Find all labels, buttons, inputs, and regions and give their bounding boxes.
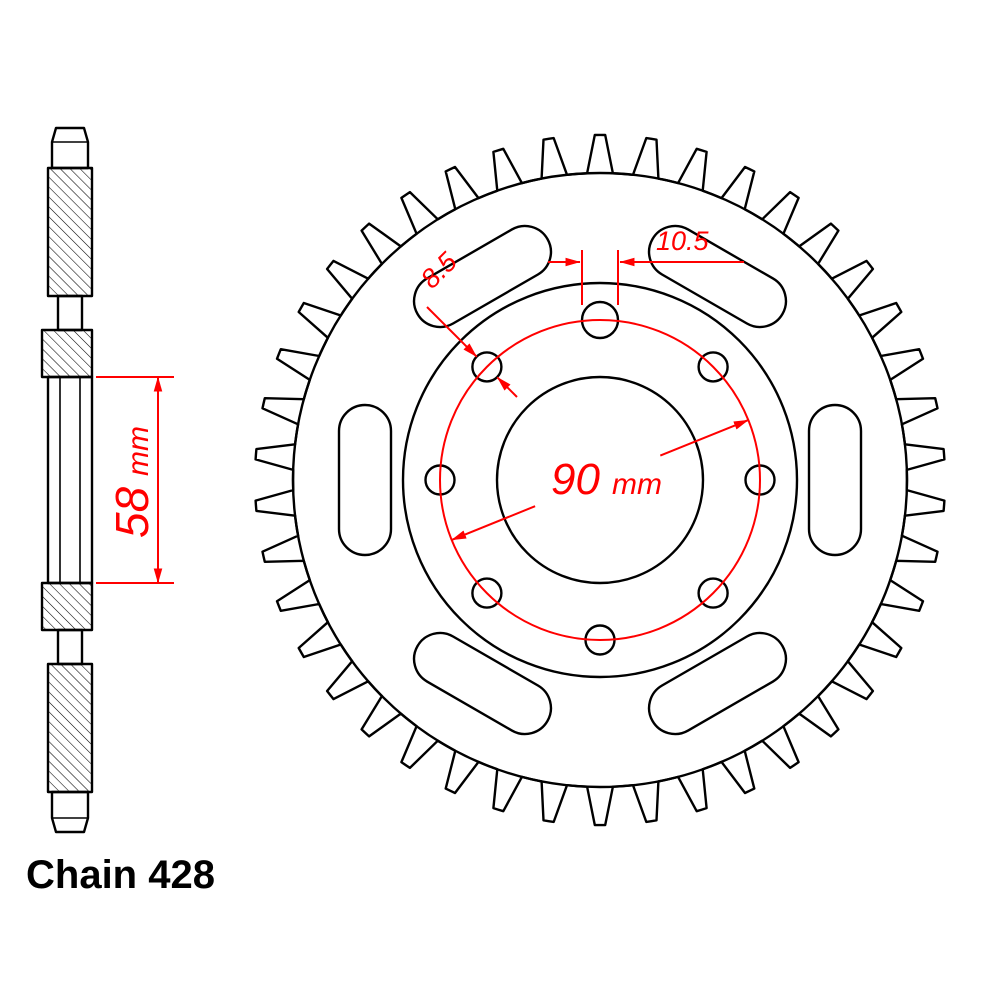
bolt-hole-large bbox=[580, 300, 620, 340]
dimension-hole-small: 8.5 bbox=[415, 246, 518, 398]
side-step-bottom bbox=[56, 628, 84, 666]
side-plate-section-bottom bbox=[46, 662, 94, 794]
bolt-holes bbox=[424, 300, 776, 656]
lightening-slot bbox=[647, 224, 788, 329]
sprocket-teeth-outline bbox=[254, 133, 946, 827]
bolt-circle-90 bbox=[439, 319, 761, 641]
side-hub-barrel bbox=[46, 375, 94, 585]
lightening-slot bbox=[647, 631, 788, 736]
sprocket-side-view bbox=[40, 126, 94, 834]
dim-90-unit: mm bbox=[612, 468, 662, 501]
center-bore-circle bbox=[495, 375, 705, 585]
lightening-slot bbox=[337, 403, 393, 557]
bolt-hole bbox=[471, 577, 503, 609]
dimension-hole-large: 10.5 bbox=[548, 226, 744, 305]
side-step-top bbox=[56, 294, 84, 332]
dim-8-5-leader-inner bbox=[496, 376, 518, 398]
side-flange-section-bottom bbox=[40, 581, 94, 632]
side-tooth-cap-top bbox=[50, 126, 90, 170]
side-tooth-cap-bottom bbox=[50, 790, 90, 834]
chain-size-caption: Chain 428 bbox=[26, 853, 215, 897]
bolt-hole bbox=[697, 577, 729, 609]
dim-90-line-left bbox=[451, 505, 536, 541]
sprocket-front-view bbox=[254, 133, 946, 827]
lightening-slots bbox=[337, 224, 863, 736]
side-plate-section-top bbox=[46, 166, 94, 298]
dim-8-5-leader-outer bbox=[426, 306, 478, 358]
root-circle bbox=[291, 171, 909, 789]
dim-90-line-right bbox=[659, 419, 749, 457]
bolt-hole bbox=[471, 351, 503, 383]
dim-58-unit: mm bbox=[122, 426, 155, 476]
dim-58-value: 58 bbox=[106, 486, 158, 538]
lightening-slot bbox=[412, 224, 553, 329]
dimension-bore: 58 mm bbox=[96, 376, 174, 584]
bolt-hole bbox=[697, 351, 729, 383]
dim-8-5-value: 8.5 bbox=[415, 246, 463, 294]
lightening-slot bbox=[807, 403, 863, 557]
dimension-bolt-circle: 90 mm bbox=[439, 319, 761, 641]
dim-10-5-value: 10.5 bbox=[656, 226, 710, 256]
side-flange-section-top bbox=[40, 328, 94, 379]
lightening-slot bbox=[412, 631, 553, 736]
dim-90-value: 90 bbox=[551, 455, 600, 504]
hub-flange-circle bbox=[401, 281, 799, 679]
